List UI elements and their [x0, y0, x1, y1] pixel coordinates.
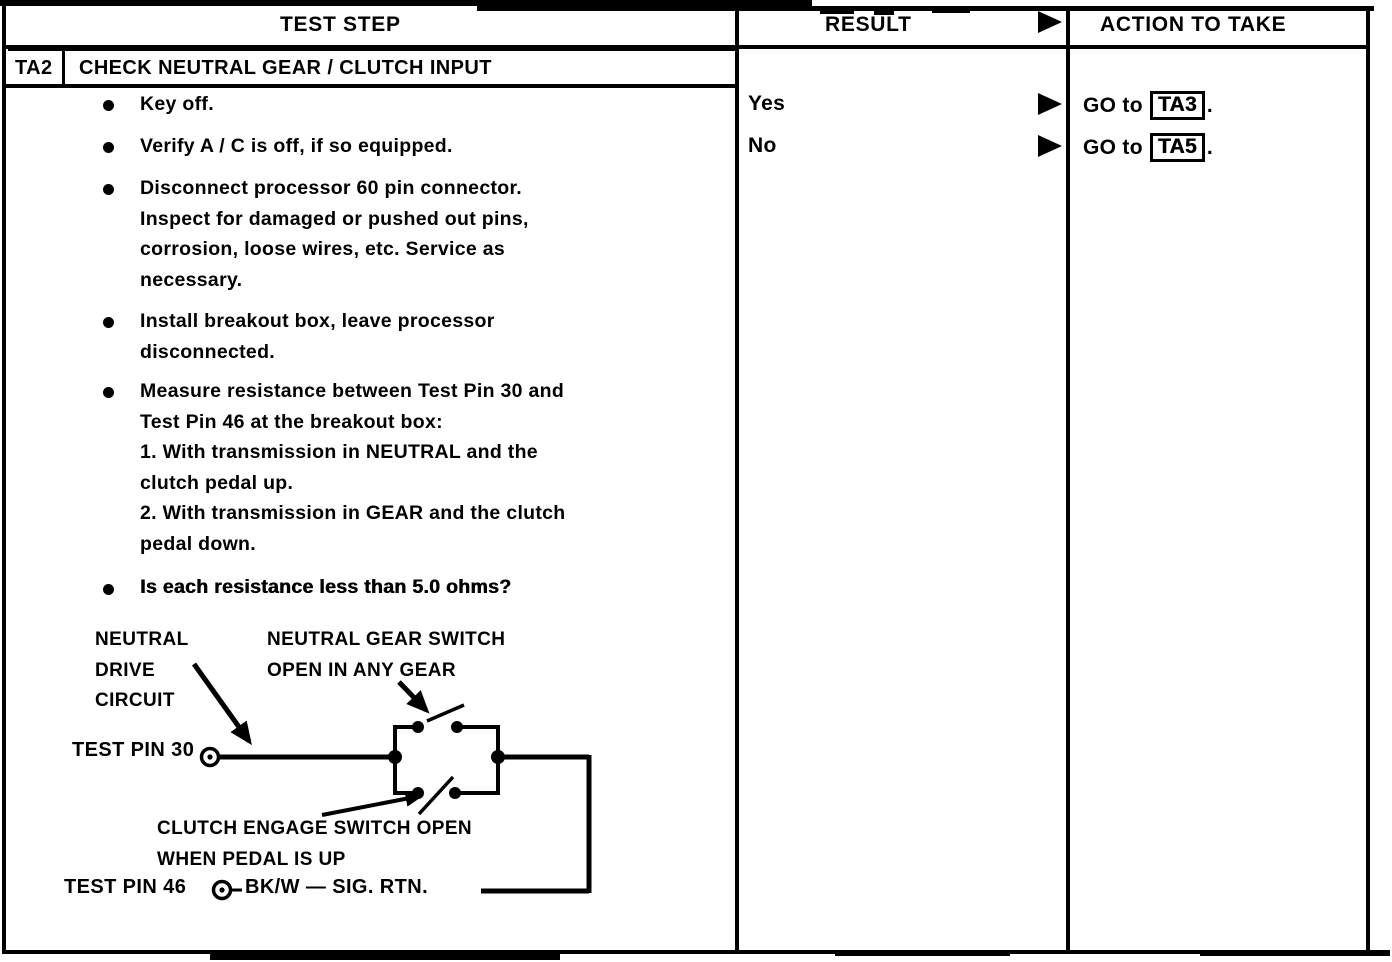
- bullet-icon: [103, 387, 114, 398]
- scan-artifact: [1200, 951, 1390, 956]
- step-id: TA2: [15, 57, 53, 79]
- test-pin-46-terminal-icon: [211, 879, 242, 901]
- neutral-drive-leader-arrow-icon: [191, 662, 252, 746]
- bullet-icon: [103, 142, 114, 153]
- action-period: .: [1206, 135, 1213, 159]
- result-arrow-icon: [1038, 93, 1062, 115]
- bullet-icon: [103, 100, 114, 111]
- step-reference: TA3: [1149, 91, 1205, 121]
- result-arrow-icon: [1038, 135, 1062, 157]
- result-yes: Yes: [748, 92, 786, 115]
- table-border-left: [2, 2, 6, 954]
- list-item-text: Verify A / C is off, if so equipped.: [140, 135, 453, 157]
- test-pin-46-label: TEST PIN 46: [64, 876, 187, 898]
- bullet-icon: [103, 184, 114, 195]
- column-divider-action: [1066, 8, 1070, 953]
- action-go-to-ta5: GO to TA5 .: [1083, 133, 1213, 163]
- table-border-bottom: [2, 950, 1390, 954]
- column-header-result: RESULT: [825, 13, 912, 36]
- neutral-gear-switch-blade: [426, 703, 465, 723]
- scan-artifact: [835, 951, 1010, 956]
- result-no: No: [748, 134, 777, 157]
- wire-color-sig-rtn-label: BK/W — SIG. RTN.: [245, 876, 429, 898]
- test-pin-30-terminal-icon: [199, 746, 221, 768]
- column-header-action: ACTION TO TAKE: [1100, 13, 1287, 36]
- action-period: .: [1206, 93, 1213, 117]
- list-item-text: Measure resistance between Test Pin 30 a…: [140, 380, 566, 555]
- scan-artifact: [932, 9, 970, 13]
- output-wire: [481, 754, 592, 894]
- action-text: GO to: [1083, 93, 1143, 117]
- table-border-right: [1366, 8, 1370, 953]
- column-divider-result: [735, 8, 739, 953]
- table-border-top-right: [812, 6, 1374, 11]
- step-band-top-border: [8, 47, 737, 51]
- bullet-icon: [103, 317, 114, 328]
- scan-artifact: [210, 952, 560, 960]
- scan-artifact: [820, 10, 854, 14]
- table-border-top-mid: [477, 0, 812, 11]
- list-item-text: Disconnect processor 60 pin connector.In…: [140, 177, 529, 291]
- contact-dots: [388, 721, 505, 799]
- clutch-engage-switch-blade: [417, 775, 455, 816]
- action-go-to-ta3: GO to TA3 .: [1083, 91, 1213, 121]
- step-reference: TA5: [1149, 133, 1205, 163]
- bullet-icon: [103, 584, 114, 595]
- step-title: CHECK NEUTRAL GEAR / CLUTCH INPUT: [79, 57, 492, 79]
- scan-artifact: [874, 10, 894, 15]
- table-border-top-left: [0, 0, 477, 6]
- result-arrow-icon: [1038, 11, 1062, 33]
- clutch-switch-leader-arrow-icon: [321, 790, 424, 817]
- test-pin-30-label: TEST PIN 30: [72, 739, 195, 761]
- list-item-text: Key off.: [140, 93, 214, 115]
- gear-switch-leader-arrow-icon: [397, 680, 430, 714]
- column-header-test-step: TEST STEP: [280, 13, 401, 36]
- action-text: GO to: [1083, 135, 1143, 159]
- list-item-text: Is each resistance less than 5.0 ohms?: [140, 576, 512, 598]
- step-band-divider: [62, 47, 65, 88]
- step-band-bottom-border: [2, 84, 737, 88]
